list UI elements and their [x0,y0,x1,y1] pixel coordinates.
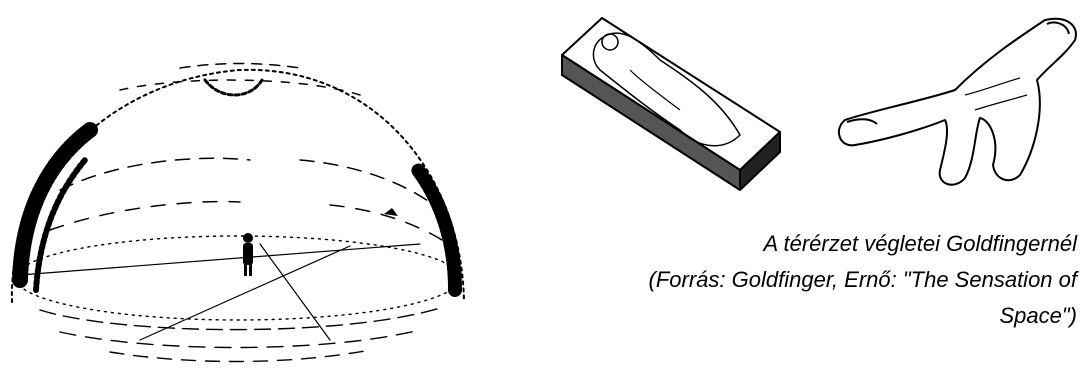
coffin-body-illustration [540,0,800,195]
caption-line-1: A térérzet végletei Goldfingernél [477,226,1077,262]
caption-line-3: Space") [477,298,1077,334]
figure-caption: A térérzet végletei Goldfingernél (Forrá… [477,226,1077,334]
body-shaped-space-illustration [815,0,1091,200]
dome-sketch-illustration [0,40,475,370]
caption-line-2: (Forrás: Goldfinger, Ernő: "The Sensatio… [477,262,1077,298]
